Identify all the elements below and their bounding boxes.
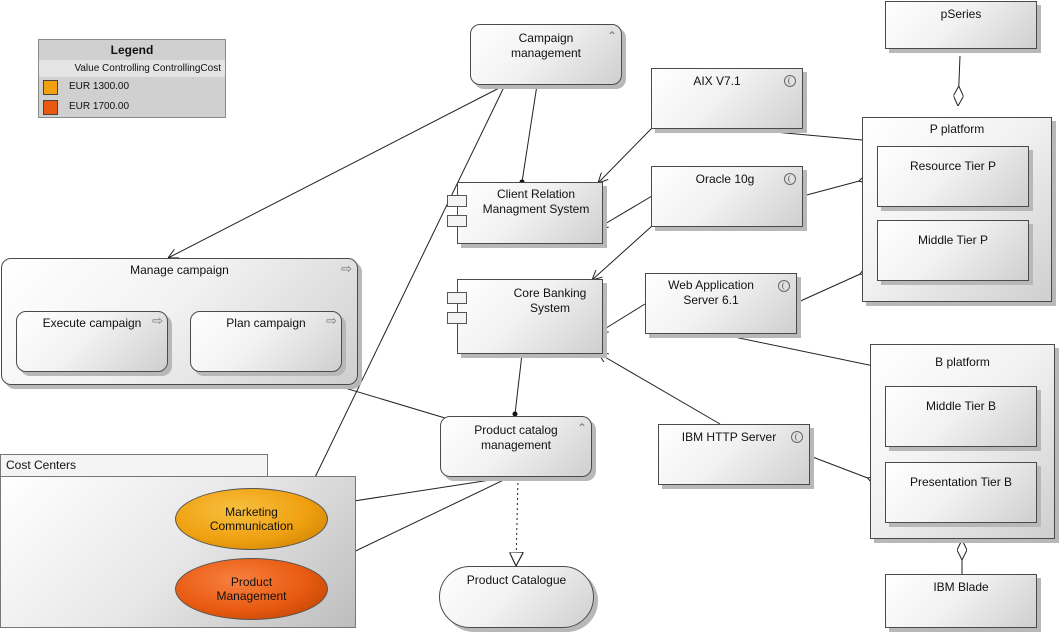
b-platform-label: B platform [935, 355, 990, 369]
function-icon: ⌃ [606, 29, 617, 43]
legend-subtitle: Value Controlling ControllingCost [39, 60, 225, 77]
aix-label: AIX V7.1 [693, 74, 741, 88]
component-tab-icon [447, 195, 467, 207]
middle-tier-b-label: Middle Tier B [925, 399, 997, 413]
edge-aix-crm [598, 127, 653, 183]
ihs-system-software[interactable]: IBM HTTP Server [658, 424, 810, 485]
legend-entry-1: EUR 1300.00 [39, 77, 225, 97]
execute-campaign-label: Execute campaign [42, 316, 142, 330]
component-tab-icon [447, 215, 467, 227]
presentation-tier-b-label: Presentation Tier B [909, 475, 1013, 489]
ibm-blade-node[interactable]: IBM Blade [885, 574, 1037, 628]
pseries-label: pSeries [940, 7, 982, 21]
plan-campaign-label: Plan campaign [226, 316, 306, 330]
oracle-label: Oracle 10g [695, 172, 755, 186]
edge-campaign-marketing [304, 84, 506, 499]
process-arrow-icon: ⇨ [326, 313, 337, 328]
presentation-tier-b-node[interactable]: Presentation Tier B [885, 462, 1037, 523]
edge-core-catalog [512, 351, 525, 417]
was-system-software[interactable]: Web Application Server 6.1 [645, 273, 797, 334]
edge-catalog-marketing [327, 476, 511, 506]
crm-component[interactable]: Client Relation Managment System [457, 182, 603, 244]
system-software-icon [784, 173, 796, 185]
product-management-label: Product Management [216, 575, 287, 603]
edge-catalog-dataobject [516, 477, 518, 566]
function-icon: ⌃ [576, 421, 587, 435]
core-banking-component[interactable]: Core Banking System [457, 279, 603, 354]
manage-campaign-label: Manage campaign [130, 263, 229, 277]
cost-centers-title: Cost Centers [6, 458, 77, 472]
campaign-management-function[interactable]: Campaign management ⌃ [470, 24, 622, 85]
ihs-label: IBM HTTP Server [681, 430, 777, 444]
campaign-management-label: Campaign management [510, 31, 582, 60]
pseries-node[interactable]: pSeries [885, 1, 1037, 49]
component-tab-icon [447, 312, 467, 324]
edge-ihs-core [598, 353, 721, 425]
resource-tier-p-label: Resource Tier P [909, 159, 997, 173]
legend-title: Legend [110, 43, 154, 57]
ibm-blade-label: IBM Blade [933, 580, 989, 594]
core-banking-label: Core Banking System [513, 286, 587, 315]
legend-swatch-2 [43, 100, 58, 115]
marketing-communication-label: Marketing Communication [209, 505, 294, 533]
cost-centers-tab[interactable]: Cost Centers [0, 454, 268, 476]
edge-campaign-manage [168, 84, 506, 258]
system-software-icon [778, 280, 790, 292]
middle-tier-p-node[interactable]: Middle Tier P [877, 220, 1029, 281]
edge-oracle-crm [598, 195, 653, 228]
aix-system-software[interactable]: AIX V7.1 [651, 68, 803, 129]
was-label: Web Application Server 6.1 [668, 278, 754, 307]
edge-was-core [598, 303, 646, 333]
legend-entry-2-label: EUR 1700.00 [69, 101, 130, 112]
edge-oracle-core [592, 225, 653, 280]
edge-campaign-crm [519, 82, 540, 185]
legend-entry-2: EUR 1700.00 [39, 97, 225, 117]
p-platform-label: P platform [929, 122, 985, 136]
legend: Legend Value Controlling ControllingCost… [38, 39, 226, 118]
plan-campaign-process[interactable]: Plan campaign ⇨ [190, 311, 342, 372]
product-catalog-management-function[interactable]: Product catalog management ⌃ [440, 416, 592, 477]
process-arrow-icon: ⇨ [152, 313, 163, 328]
middle-tier-b-node[interactable]: Middle Tier B [885, 386, 1037, 447]
middle-tier-p-label: Middle Tier P [917, 233, 989, 247]
edge-pseries-pplatform [958, 55, 960, 106]
legend-entry-1-label: EUR 1300.00 [69, 81, 130, 92]
product-catalog-management-label: Product catalog management [474, 423, 558, 452]
product-catalogue-data[interactable]: Product Catalogue [439, 566, 594, 628]
system-software-icon [784, 75, 796, 87]
product-catalogue-label: Product Catalogue [466, 573, 567, 587]
resource-tier-p-node[interactable]: Resource Tier P [877, 146, 1029, 207]
system-software-icon [791, 431, 803, 443]
legend-swatch-1 [43, 80, 58, 95]
oracle-system-software[interactable]: Oracle 10g [651, 166, 803, 227]
crm-label: Client Relation Managment System [482, 187, 590, 216]
process-arrow-icon: ⇨ [341, 261, 352, 276]
component-tab-icon [447, 292, 467, 304]
product-management-actor[interactable]: Product Management [175, 558, 328, 620]
marketing-communication-actor[interactable]: Marketing Communication [175, 488, 328, 550]
execute-campaign-process[interactable]: Execute campaign ⇨ [16, 311, 168, 372]
